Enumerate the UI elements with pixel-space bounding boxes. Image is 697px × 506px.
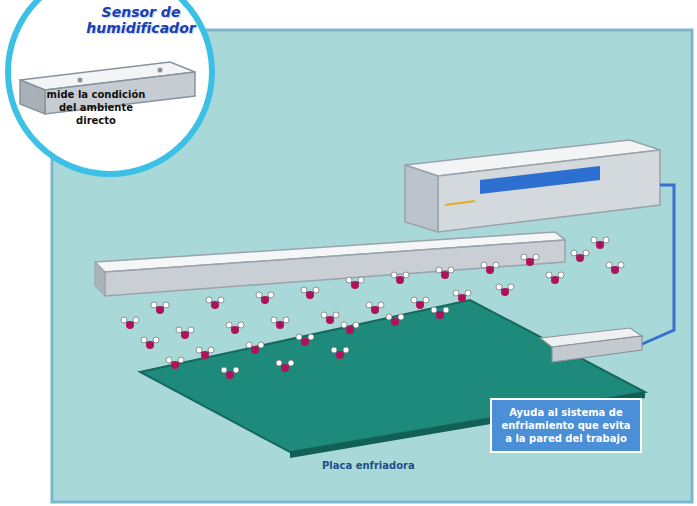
- callout-text: mide la condición del ambiente directo: [44, 88, 148, 127]
- signal-wire: [640, 185, 674, 345]
- info-box: Ayuda al sistema de enfriamiento que evi…: [490, 398, 642, 453]
- water-molecules: [121, 237, 624, 379]
- box-text: Ayuda al sistema de enfriamiento que evi…: [500, 406, 632, 445]
- callout-title: Sensor de humidificador: [66, 4, 216, 36]
- sensor-callout: Sensor de humidificadormide la condición…: [8, 0, 212, 174]
- plate: [140, 300, 645, 452]
- part-label: Placa enfriadora: [322, 460, 415, 471]
